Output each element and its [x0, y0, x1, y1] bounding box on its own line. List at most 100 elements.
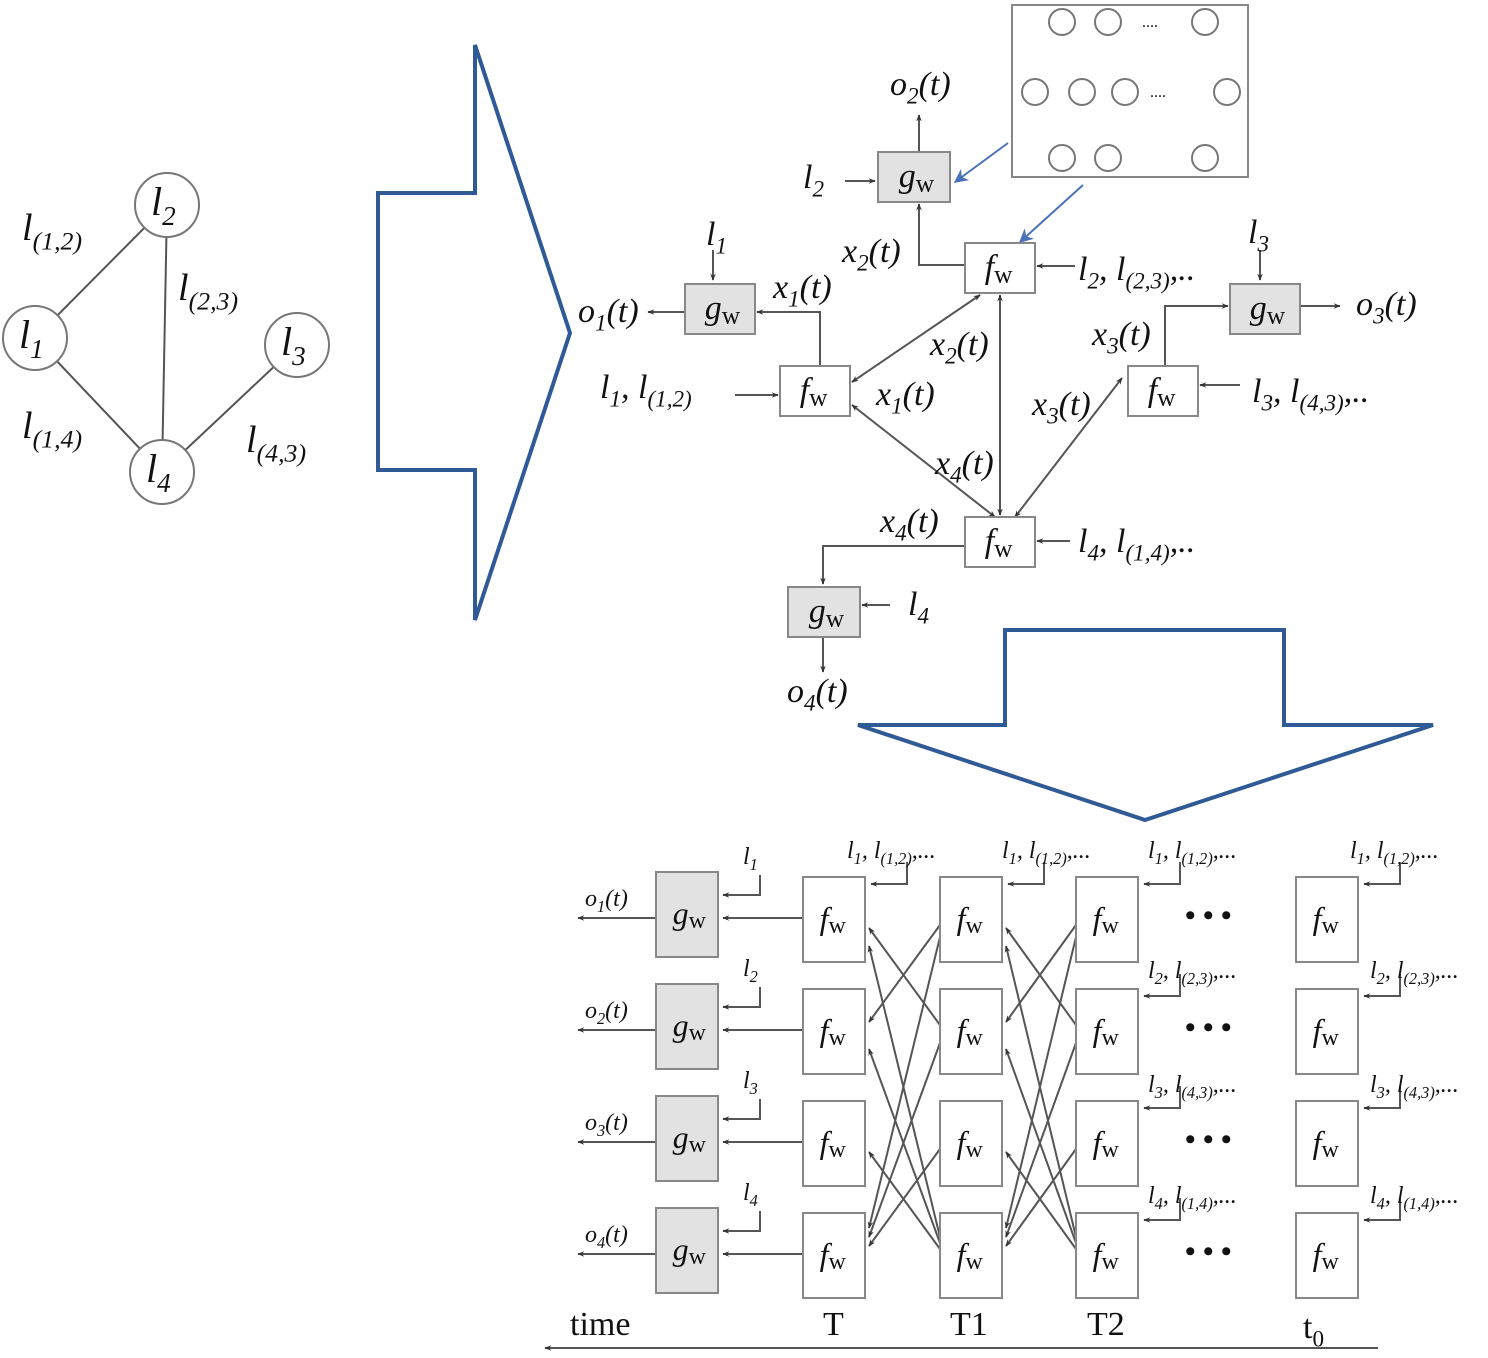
gw-node-4 [787, 586, 861, 638]
label-l1: l1 [706, 216, 727, 260]
unfold-input-r3-c3-sub: 3 [1376, 1083, 1385, 1102]
input-node-4-base: l [1078, 523, 1087, 560]
edge-label-4-3-sub: (4,3) [257, 439, 307, 468]
unfold-edge [1005, 927, 1077, 1026]
unfold-input-r2-c3-sub: 2 [1377, 969, 1385, 988]
unfold-fw-c2-r4 [1075, 1212, 1139, 1299]
unfold-input-r1-c0: l1, l(1,2),... [847, 838, 936, 868]
gw-node-1-label: gw [705, 290, 741, 329]
unfold-input-r4-c2: l4, l(1,4),... [1148, 1183, 1237, 1213]
unfold-fw-c1-r4-label-sub: w [965, 1249, 983, 1275]
nn-neuron [1021, 78, 1049, 106]
step-T2: T2 [1087, 1306, 1125, 1343]
unfold-label-l3-base: l [743, 1068, 750, 1094]
input-node-1-base: l [600, 369, 609, 406]
unfold-output-o3: o3(t) [585, 1110, 628, 1140]
unfold-input-r1-c1-base: l [1002, 838, 1009, 864]
unfold-fw-c0-r3-label-sub: w [828, 1137, 846, 1163]
label-x2-b: x2(t) [929, 326, 989, 370]
unfold-input-r4-c2-sub2: (1,4) [1182, 1194, 1213, 1213]
unfold-edge [1005, 924, 1077, 1023]
step-T2-base: T2 [1087, 1306, 1125, 1343]
label-x1-b-sub: 1 [891, 394, 903, 420]
unfold-input-r3-c3-base: l [1370, 1072, 1377, 1098]
unfold-input-r1-c0-base: l [847, 838, 854, 864]
unfold-input-r1-c3-sub2: (1,2) [1384, 849, 1415, 868]
graph-node-label-n2-sub: 2 [162, 201, 176, 231]
edge-label-1-2-sub: (1,2) [33, 227, 83, 256]
unfold-label-l4: l4 [743, 1180, 758, 1210]
step-T-base: T [823, 1306, 844, 1343]
unfold-input-r4-c3-sub: 4 [1377, 1194, 1385, 1213]
label-x2-a: x2(t) [841, 233, 901, 277]
label-l3-base: l [1248, 214, 1257, 251]
output-o3-rest: (t) [1385, 286, 1417, 323]
label-x2-a-rest: (t) [869, 233, 901, 270]
label-x2-b-sub: 2 [945, 344, 957, 370]
label-x1-a: x1(t) [772, 269, 832, 313]
unfold-input-r2-c2: l2, l(2,3),... [1148, 958, 1237, 988]
unfold-gw-row4-label-sub: w [689, 1244, 707, 1270]
input-node-2-rest: , l [1099, 251, 1125, 288]
graph-node-n2 [134, 172, 200, 238]
arrow-fw1-fw2 [851, 294, 981, 383]
fw-node-1-label-sub: w [809, 382, 828, 411]
unfold-label-l4-base: l [743, 1180, 750, 1206]
output-o3: o3(t) [1356, 286, 1417, 330]
edge-label-1-4-base: l [22, 405, 33, 447]
gw-node-4-label-base: g [809, 593, 826, 630]
output-o4-rest: (t) [816, 673, 848, 710]
graph-node-label-n1-base: l [19, 312, 30, 357]
fw-node-3-label: fw [1148, 372, 1176, 411]
nn-dots-mid: .... [1150, 84, 1166, 101]
edge-label-1-4-sub: (1,4) [33, 425, 83, 454]
arrow-label-gw-row1 [722, 875, 761, 898]
unfold-edge [1005, 1042, 1077, 1238]
unfold-input-r1-c0-rest: , l [862, 838, 881, 864]
output-o1-base: o [578, 293, 595, 330]
graph-node-label-n3-sub: 3 [291, 341, 306, 371]
unfold-edge [868, 1151, 941, 1250]
unfold-edge [1005, 1048, 1077, 1244]
unfold-fw-c0-r4-label-sub: w [828, 1249, 846, 1275]
arrow-label-gw-row4 [722, 1211, 761, 1234]
unfold-input-r1-c2-rest: , l [1163, 838, 1182, 864]
graph-node-label-n3: l3 [281, 319, 306, 371]
arrow-fw3-fw4 [1014, 377, 1123, 518]
unfold-input-r4-c3-base: l [1370, 1183, 1377, 1209]
unfold-edge [1005, 1148, 1077, 1247]
label-x4-b: x4(t) [879, 503, 939, 547]
unfold-label-l1: l1 [743, 844, 758, 874]
unfold-input-r1-c2-sub: 1 [1155, 849, 1163, 868]
pointer-arrow-gw [953, 142, 1009, 183]
label-x3-a-base: x [1091, 316, 1107, 353]
unfold-output-o2-base: o [585, 998, 597, 1024]
label-x3-b: x3(t) [1031, 386, 1091, 430]
unfold-gw-row1 [655, 871, 719, 958]
unfold-input-r1-c1-rest2: ,... [1067, 838, 1091, 864]
graph-node-label-n4-base: l [146, 446, 157, 491]
output-o2-base: o [890, 66, 907, 103]
unfold-input-r1-c2-base: l [1148, 838, 1155, 864]
input-node-3-rest: , l [1273, 373, 1299, 410]
label-l4-sub: 4 [917, 604, 929, 630]
gw-node-3-label-base: g [1250, 290, 1267, 327]
unfold-input-r1-c1-sub: 1 [1009, 849, 1017, 868]
unfold-input-r4-c2-rest2: ,... [1213, 1183, 1237, 1209]
unfold-edge [867, 936, 941, 1229]
unfold-fw-c3-r1 [1295, 876, 1359, 963]
unfold-output-o4-base: o [585, 1222, 597, 1248]
unfold-fw-c0-r2-label-sub: w [828, 1025, 846, 1051]
unfold-fw-c0-r3 [802, 1100, 866, 1187]
unfold-input-r2-c3: l2, l(2,3),... [1370, 958, 1459, 988]
big-right-arrow [376, 44, 573, 621]
step-T1: T1 [950, 1306, 988, 1343]
label-x1-a-sub: 1 [788, 287, 800, 313]
edge-label-1-4: l(1,4) [22, 405, 82, 454]
graph-node-label-n2: l2 [151, 179, 176, 231]
label-x1-b-base: x [875, 376, 891, 413]
unfold-label-l2-base: l [743, 956, 750, 982]
input-node-1-sub2: (1,2) [647, 387, 691, 413]
